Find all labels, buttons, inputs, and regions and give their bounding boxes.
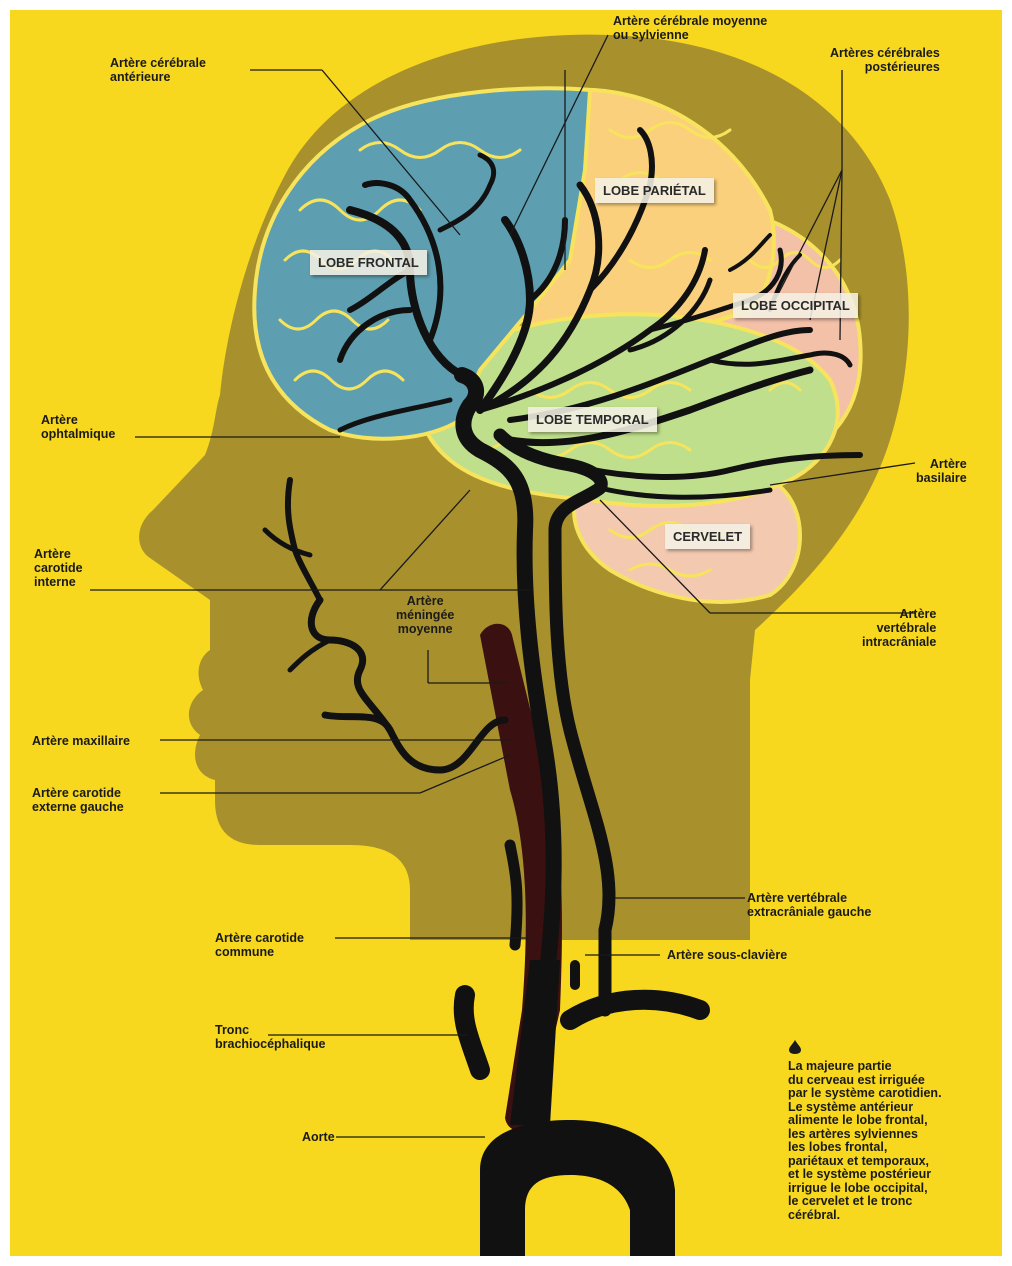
label-aorta: Aorte <box>302 1130 335 1144</box>
label-subclavian: Artère sous-clavière <box>667 948 787 962</box>
label-maxillary: Artère maxillaire <box>32 734 130 748</box>
lobe-frontal-tag: LOBE FRONTAL <box>310 250 427 275</box>
caption-note: La majeure partie du cerveau est irrigué… <box>788 1060 998 1222</box>
lobe-parietal-tag: LOBE PARIÉTAL <box>595 178 714 203</box>
lobe-temporal-tag: LOBE TEMPORAL <box>528 407 657 432</box>
cerebellum-tag: CERVELET <box>665 524 750 549</box>
lobe-occipital-tag: LOBE OCCIPITAL <box>733 293 858 318</box>
aorta-shape <box>480 1120 675 1256</box>
drop-icon <box>789 1040 801 1054</box>
